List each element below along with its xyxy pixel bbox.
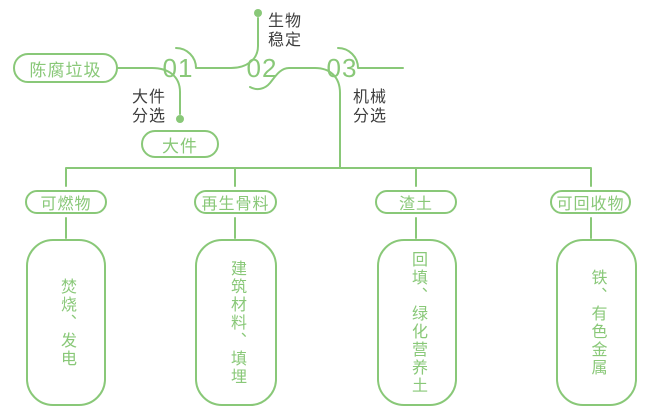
node-category-recyclables: 可回收物 xyxy=(550,190,631,214)
result-text-slag-soil: 回填、绿化营养土 xyxy=(409,250,426,395)
node-bulky-items: 大件 xyxy=(141,130,219,158)
flow-line-step03-tail xyxy=(337,47,404,69)
step-number-01: 01 xyxy=(162,53,194,83)
node-result-backfill-greening-soil: 回填、绿化营养土 xyxy=(377,239,457,406)
flow-line-source-to-step01 xyxy=(117,67,181,115)
node-category-combustibles: 可燃物 xyxy=(25,190,107,214)
result-text-combustibles: 焚烧、发电 xyxy=(58,277,75,368)
node-result-iron-nonferrous-metals: 铁、有色金属 xyxy=(556,239,637,406)
step-label-bulky-sorting: 大件 分选 xyxy=(132,89,167,125)
node-category-slag-soil: 渣土 xyxy=(375,190,457,214)
node-category-recycled-aggregate: 再生骨料 xyxy=(194,190,277,214)
step-number-02: 02 xyxy=(246,53,278,83)
bulky-item-dot xyxy=(176,115,184,123)
flow-line-step01-to-step02 xyxy=(175,17,259,69)
step-label-bio-stabilization: 生物 稳定 xyxy=(268,13,303,49)
bio-stabilization-dot xyxy=(254,9,262,17)
flow-line-step02-to-branch xyxy=(249,67,341,168)
result-text-recycled-aggregate: 建筑材料、填埋 xyxy=(228,259,245,386)
step-label-mechanical-sorting: 机械 分选 xyxy=(353,89,388,125)
node-source: 陈腐垃圾 xyxy=(13,53,118,83)
result-text-recyclables: 铁、有色金属 xyxy=(588,268,606,377)
branch-rail xyxy=(65,167,592,187)
step-number-03: 03 xyxy=(326,53,358,83)
node-result-building-materials-landfill: 建筑材料、填埋 xyxy=(195,239,277,406)
node-result-incineration-power: 焚烧、发电 xyxy=(26,239,106,406)
